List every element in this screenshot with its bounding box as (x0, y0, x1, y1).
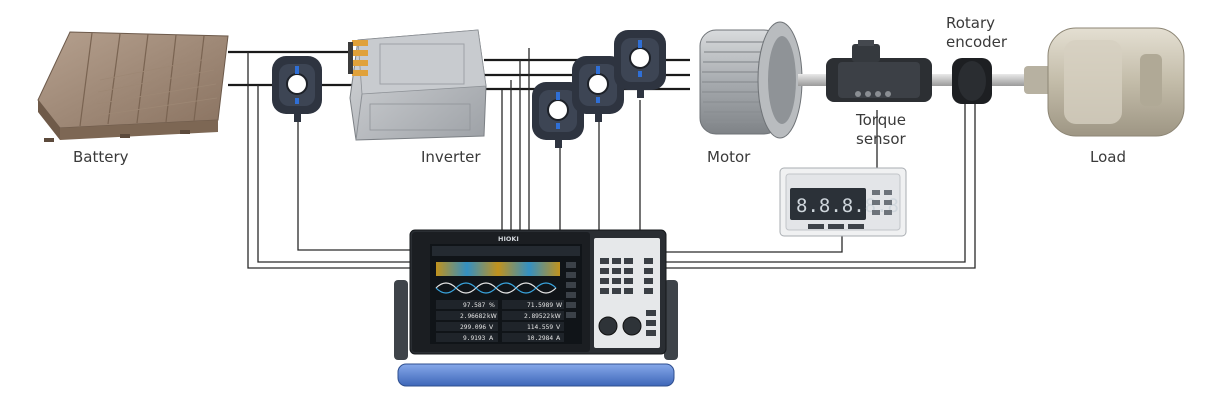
battery-label: Battery (73, 148, 129, 166)
reading-unit: V (556, 324, 561, 331)
analyzer-readings: 97.587 % 71.5989 W 2.96682 kW 2.89522 kW… (436, 300, 564, 342)
reading-value: 299.096 (460, 324, 486, 331)
battery-current-sensor-icon (272, 56, 322, 122)
reading-unit: % (489, 302, 495, 309)
electric-motor-icon (699, 21, 828, 139)
torque-sensor-label-line1: Torque (855, 111, 906, 129)
reading-unit: kW (551, 313, 561, 320)
inverter-label: Inverter (421, 148, 481, 166)
torque-meter-display: 8.8.8.8.8 (796, 195, 899, 217)
reading-value: 9.9193 (463, 335, 486, 342)
wiring (228, 48, 976, 269)
battery-pack-icon (37, 31, 229, 142)
rotary-encoder-label-line2: encoder (946, 33, 1008, 51)
reading-value: 2.89522 (524, 313, 550, 320)
load-drum-icon (1024, 27, 1185, 137)
reading-value: 114.559 (527, 324, 553, 331)
inverter-box-icon (348, 29, 487, 141)
torque-meter-icon: 8.8.8.8.8 (779, 167, 907, 237)
reading-unit: kW (487, 313, 497, 320)
reading-unit: V (489, 324, 494, 331)
power-analyzer-icon: HIOKI 97.587 % 71.5989 W 2.96682 kW 2.89… (394, 229, 678, 387)
motor-current-sensor-icon-1 (532, 82, 584, 148)
rotary-encoder-icon (952, 58, 1026, 104)
reading-value: 2.96682 (460, 313, 486, 320)
torque-sensor-icon (826, 40, 954, 102)
motor-current-sensor-icon-2 (572, 56, 624, 122)
load-label: Load (1090, 148, 1126, 166)
rotary-encoder-label-line1: Rotary (946, 14, 995, 32)
reading-unit: A (489, 335, 494, 342)
motor-label: Motor (707, 148, 751, 166)
torque-sensor-label-line2: sensor (856, 130, 907, 148)
reading-unit: A (556, 335, 561, 342)
reading-value: 10.2984 (527, 335, 553, 342)
analyzer-brand: HIOKI (498, 235, 519, 243)
reading-value: 71.5989 (527, 302, 553, 309)
reading-unit: W (556, 302, 562, 309)
motor-current-sensor-icon-3 (614, 30, 666, 98)
reading-value: 97.587 (463, 302, 486, 309)
